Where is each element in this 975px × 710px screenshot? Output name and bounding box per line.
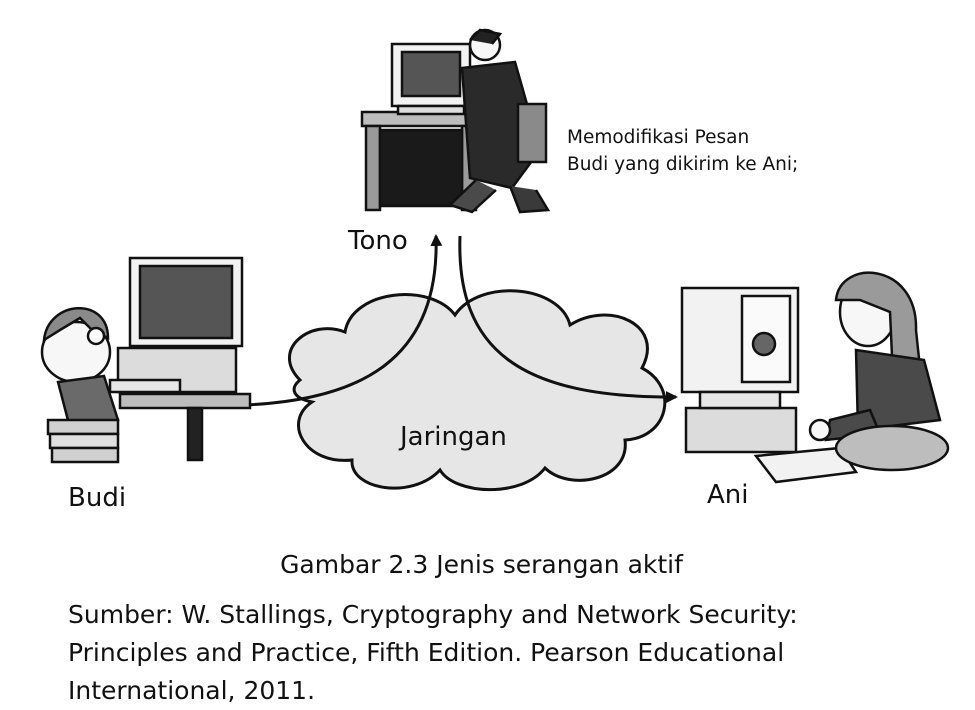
budi-label: Budi (68, 483, 127, 513)
figure-caption-text: Gambar 2.3 Jenis serangan aktif (280, 550, 683, 579)
attack-annotation: Memodifikasi Pesan Budi yang dikirim ke … (567, 124, 798, 178)
network-cloud (287, 289, 667, 492)
tono-label: Tono (348, 226, 408, 256)
budi-illustration (40, 256, 252, 464)
annotation-line: Memodifikasi Pesan (567, 127, 750, 148)
tono-illustration (360, 28, 551, 214)
source-citation: Sumber: W. Stallings, Cryptography and N… (68, 596, 948, 710)
ani-illustration (680, 271, 950, 484)
source-line: Sumber: W. Stallings, Cryptography and N… (68, 600, 798, 629)
annotation-line: Budi yang dikirim ke Ani; (567, 154, 799, 175)
network-label: Jaringan (400, 422, 507, 452)
source-line: International, 2011. (68, 676, 316, 705)
figure-caption: Gambar 2.3 Jenis serangan aktif (0, 550, 975, 579)
source-line: Principles and Practice, Fifth Edition. … (68, 638, 785, 667)
ani-label: Ani (707, 480, 749, 510)
arrow-budi-to-tono (244, 234, 443, 407)
attack-diagram (40, 28, 950, 492)
arrow-tono-to-ani (458, 235, 678, 404)
